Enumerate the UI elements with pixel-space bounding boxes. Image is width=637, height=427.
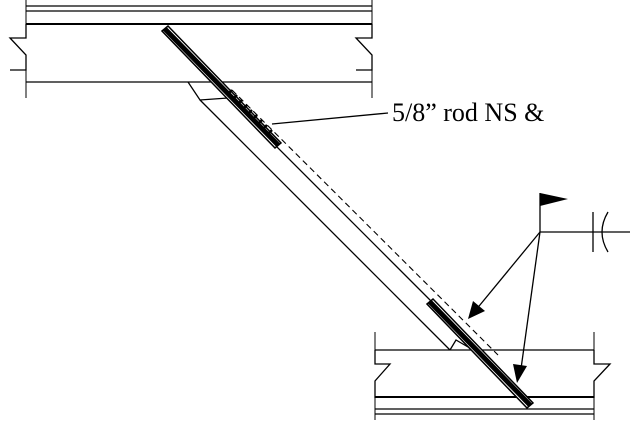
lower-right-break-line xyxy=(593,350,612,398)
upper-right-break-line xyxy=(354,24,373,71)
brace-left-line xyxy=(199,99,451,351)
weld-symbol-bracket xyxy=(601,211,609,253)
rod-callout-label: 5/8” rod NS & xyxy=(392,98,544,127)
weld-arrow-line-2 xyxy=(519,231,541,377)
rod-leader-line xyxy=(271,112,389,125)
upper-left-break-line xyxy=(8,24,27,71)
upper-weld-hatch xyxy=(227,89,273,135)
lower-member xyxy=(374,332,612,420)
weld-arrowhead-2 xyxy=(513,364,527,383)
lower-rod xyxy=(425,297,535,410)
lower-left-break-line xyxy=(374,350,392,398)
weld-arrow-line-1 xyxy=(474,231,541,312)
lower-rod-bar xyxy=(428,300,532,407)
brace-hidden-line xyxy=(231,89,499,356)
upper-member xyxy=(8,0,373,98)
upper-rod-bar xyxy=(163,27,280,147)
lower-haunch-outline xyxy=(449,339,469,351)
weld-arrowhead-1 xyxy=(468,301,485,319)
upper-rod xyxy=(160,24,283,150)
weld-symbol xyxy=(468,193,630,383)
field-weld-flag-icon xyxy=(540,193,568,206)
